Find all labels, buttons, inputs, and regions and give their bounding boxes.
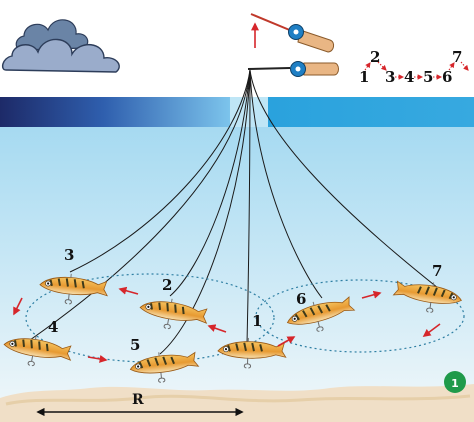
sequence-step-2: 2 — [370, 48, 380, 66]
fishing-line-5 — [159, 69, 251, 355]
lure-label-6: 6 — [296, 290, 306, 308]
trajectory-path-left — [25, 273, 275, 363]
lure-label-2: 2 — [162, 276, 172, 294]
lure-label-5: 5 — [130, 336, 140, 354]
ice-band-right — [268, 97, 474, 127]
figure-badge-label: 1 — [451, 377, 459, 390]
motion-arrow-1-6 — [277, 336, 296, 347]
fishing-rod-lowered-icon — [247, 61, 339, 77]
trajectory-path-right — [255, 279, 465, 353]
lure-label-1: 1 — [252, 312, 262, 330]
fishing-line-2 — [169, 69, 251, 297]
fishing-line-3 — [69, 69, 251, 273]
sequence-arrows — [364, 61, 469, 80]
motion-arrow-7-return — [422, 323, 441, 337]
lake-bottom-texture — [5, 394, 471, 406]
fishing-lines — [29, 69, 439, 355]
sequence-step-7: 7 — [452, 48, 462, 66]
motion-arrow-2-3 — [118, 286, 139, 295]
motion-arrows — [13, 286, 441, 363]
sequence-step-6: 6 — [442, 68, 452, 86]
ice-band-left — [0, 97, 230, 127]
fishing-line-7 — [249, 69, 439, 289]
sequence-step-1: 1 — [359, 68, 369, 86]
motion-arrow-3-4 — [13, 297, 23, 316]
sequence-step-4: 4 — [404, 68, 414, 86]
fishing-line-1 — [246, 69, 251, 345]
fishing-line-4 — [29, 69, 251, 341]
distance-label: R — [132, 392, 144, 408]
lure-label-3: 3 — [64, 246, 74, 264]
cloud-icon — [1, 19, 120, 73]
motion-arrow-1-2 — [207, 324, 227, 333]
sequence-legend: 1 2 3 4 5 6 7 — [359, 48, 462, 86]
lure-label-4: 4 — [48, 318, 58, 336]
lure-label-7: 7 — [432, 262, 442, 280]
motion-arrow-6-7 — [361, 290, 382, 299]
figure-badge — [444, 371, 466, 393]
sequence-step-5: 5 — [423, 68, 433, 86]
fishing-line-6 — [249, 69, 323, 299]
fishing-rod-raised-icon — [250, 13, 335, 53]
lake-bottom — [0, 384, 474, 422]
sequence-step-3: 3 — [385, 68, 395, 86]
motion-arrow-4-5 — [87, 355, 108, 363]
